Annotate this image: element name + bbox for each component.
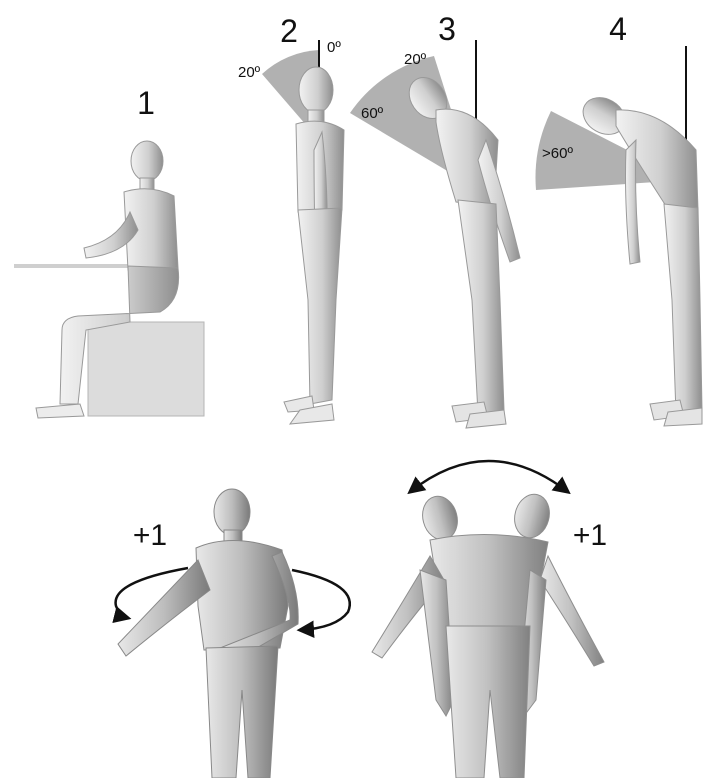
panel-4-number: 4	[609, 11, 627, 47]
lateral-arrow	[410, 461, 568, 492]
panel-2-angle-0: 0º	[327, 39, 341, 56]
panel-3-number: 3	[438, 11, 456, 47]
panel-3-angle-20: 20º	[404, 51, 427, 68]
panel-2-number: 2	[280, 13, 298, 49]
rotation-plus-one: +1	[133, 519, 167, 552]
bottom-lateral-bending: +1	[372, 461, 607, 778]
standing-figure-2	[284, 67, 344, 424]
panel-2-angle-20: 20º	[238, 64, 261, 81]
panel-4-deep-flexion: 4 >60º	[536, 11, 702, 426]
panel-1-seated: 1	[14, 85, 204, 418]
lateral-plus-one: +1	[573, 519, 607, 552]
panel-3-flexion: 3 20º 60º	[350, 11, 520, 428]
stool	[88, 322, 204, 416]
rotation-arrow-right	[292, 570, 350, 630]
panel-2-upright: 2 20º 0º	[238, 13, 344, 424]
bottom-rotation: +1	[116, 489, 350, 778]
panel-3-angle-60: 60º	[361, 105, 384, 122]
lateral-figure	[372, 490, 604, 778]
panel-1-number: 1	[137, 85, 155, 121]
panel-4-angle-60: >60º	[542, 145, 573, 162]
